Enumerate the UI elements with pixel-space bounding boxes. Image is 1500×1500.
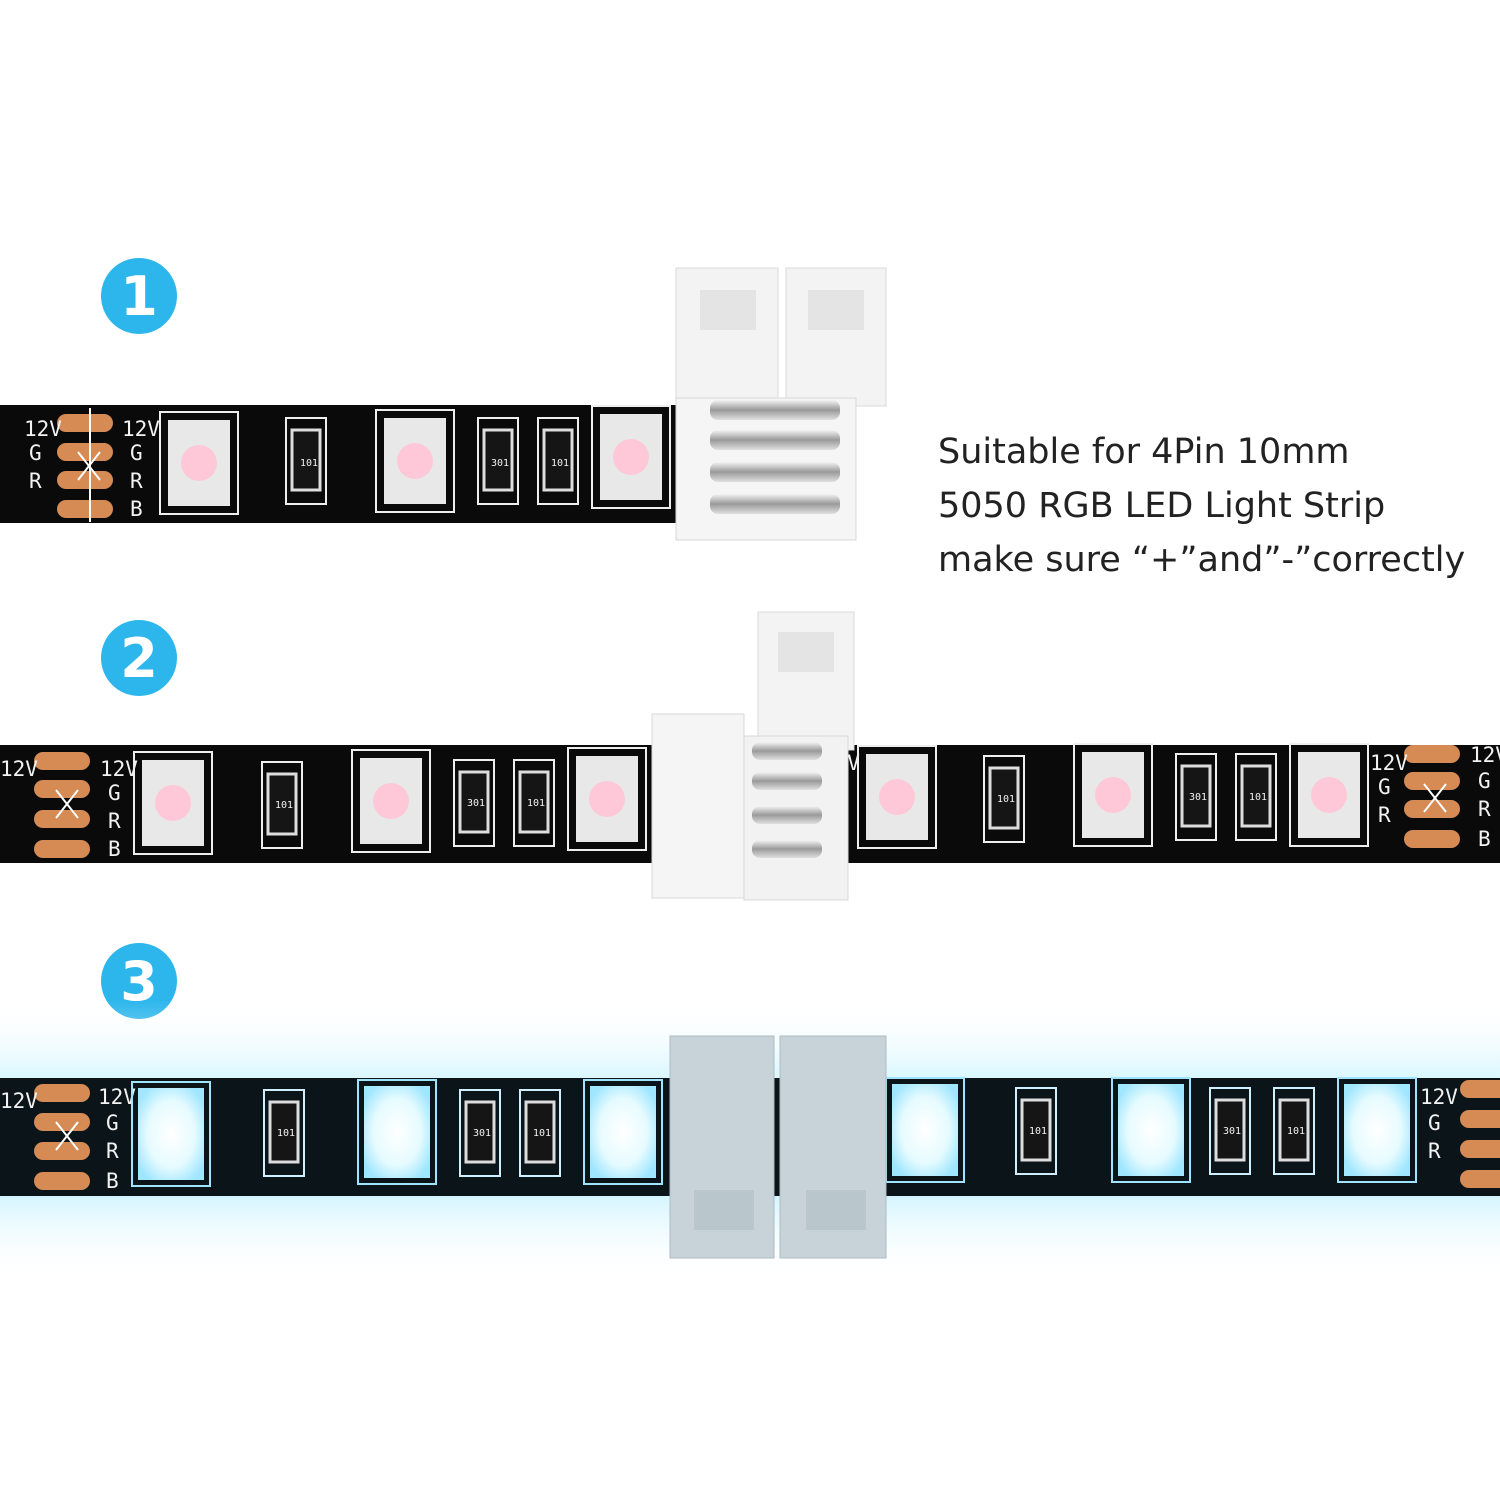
label-12v: 12V xyxy=(24,417,62,441)
label-r: R xyxy=(130,469,143,493)
label-r: R xyxy=(106,1139,119,1163)
label-12v: 12V xyxy=(122,417,160,441)
strip-1-led-2 xyxy=(375,409,455,513)
product-caption: Suitable for 4Pin 10mm 5050 RGB LED Ligh… xyxy=(938,425,1488,587)
resistor-code: 101 xyxy=(527,798,545,809)
strip-1-resistor-1: 101 xyxy=(285,417,327,505)
strip-2-connector xyxy=(651,611,855,901)
label-g: G xyxy=(1378,775,1391,799)
label-r: R xyxy=(29,469,42,493)
resistor-code: 101 xyxy=(277,1128,295,1139)
label-b: B xyxy=(130,497,143,521)
label-b: B xyxy=(108,837,121,861)
strip-1-connector-pins xyxy=(710,400,840,514)
resistor-code: 301 xyxy=(1223,1126,1241,1137)
label-r: R xyxy=(1428,1139,1441,1163)
label-12v: 12V xyxy=(1420,1085,1458,1109)
strip-1-led-1 xyxy=(159,411,239,515)
strip-1: 12V G R 12V G R B 101 xyxy=(0,267,887,541)
label-r: R xyxy=(1378,803,1391,827)
label-b: B xyxy=(1478,827,1491,851)
resistor-code: 301 xyxy=(491,458,509,469)
resistor-code: 101 xyxy=(1029,1126,1047,1137)
resistor-code: 101 xyxy=(275,800,293,811)
scissors-icon xyxy=(77,451,101,481)
resistor-code: 301 xyxy=(467,798,485,809)
resistor-code: 101 xyxy=(300,458,318,469)
label-g: G xyxy=(130,441,143,465)
label-g: G xyxy=(108,781,121,805)
label-g: G xyxy=(106,1111,119,1135)
label-12v: 12V xyxy=(1370,751,1408,775)
step-1-badge: 1 xyxy=(101,258,177,334)
resistor-code: 101 xyxy=(533,1128,551,1139)
resistor-code: 101 xyxy=(551,458,569,469)
label-12v: 12V xyxy=(1470,743,1500,767)
strip-2: 12V 12V G R B 12V G R B 12V G R 12V G R … xyxy=(0,611,1500,901)
resistor-code: 301 xyxy=(473,1128,491,1139)
strip-1-led-3 xyxy=(591,405,671,509)
step-2-badge: 2 xyxy=(101,620,177,696)
label-r: R xyxy=(1478,797,1491,821)
label-12v: 12V xyxy=(98,1085,136,1109)
resistor-code: 101 xyxy=(1249,792,1267,803)
label-g: G xyxy=(29,441,42,465)
label-b: B xyxy=(106,1169,119,1193)
resistor-code: 101 xyxy=(1287,1126,1305,1137)
caption-line-2: 5050 RGB LED Light Strip xyxy=(938,486,1386,526)
label-r: R xyxy=(108,809,121,833)
label-12v: 12V xyxy=(0,1089,38,1113)
caption-line-1: Suitable for 4Pin 10mm xyxy=(938,432,1350,472)
scissors-icon xyxy=(55,1121,79,1151)
strip-1-connector xyxy=(675,267,887,541)
label-12v: 12V xyxy=(0,757,38,781)
strip-3-connector xyxy=(669,1035,887,1259)
label-g: G xyxy=(1478,769,1491,793)
scissors-icon xyxy=(55,789,79,819)
resistor-code: 301 xyxy=(1189,792,1207,803)
strip-1-copper-pads xyxy=(57,414,113,518)
strip-1-resistor-3: 101 xyxy=(537,417,579,505)
label-g: G xyxy=(1428,1111,1441,1135)
strip-1-resistor-2: 301 xyxy=(477,417,519,505)
caption-line-3: make sure “+”and”-”correctly xyxy=(938,540,1466,580)
resistor-code: 101 xyxy=(997,794,1015,805)
scissors-icon xyxy=(1423,783,1447,813)
label-12v: 12V xyxy=(100,757,138,781)
strip-3-lit: 12V 12V G R B 12V G R 101 xyxy=(0,1000,1500,1280)
